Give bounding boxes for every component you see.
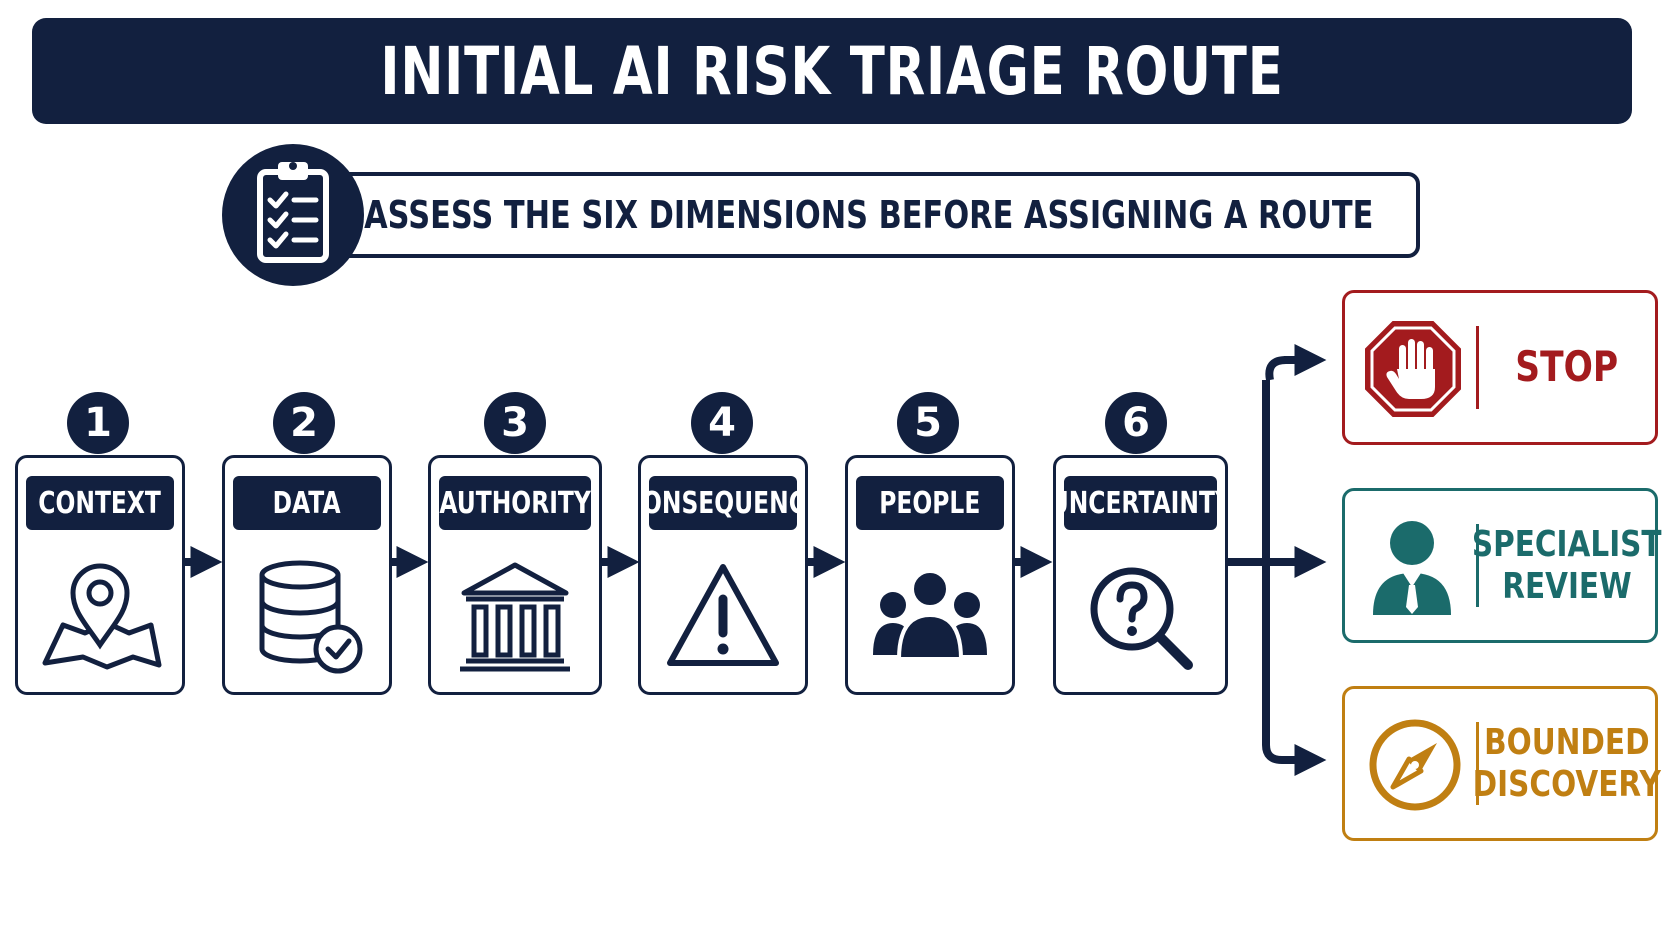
title-banner: INITIAL AI RISK TRIAGE ROUTE [32,18,1632,124]
outcome-specialist-review: SPECIALIST REVIEW [1342,488,1662,643]
step-card-authority: AUTHORITY [428,455,602,695]
step-number-6: 6 [1105,392,1167,454]
step-card-consequence: CONSEQUENCE [638,455,808,695]
outcome-divider [1476,721,1479,806]
outcome-divider [1476,325,1479,410]
step-label: DATA [233,476,381,530]
step-card-uncertainty: UNCERTAINTY [1053,455,1228,695]
step-number-3: 3 [484,392,546,454]
step-label: PEOPLE [856,476,1004,530]
step-card-people: PEOPLE [845,455,1015,695]
outcome-label: STOP [1515,342,1619,392]
step-number-5: 5 [897,392,959,454]
instruction-banner: ASSESS THE SIX DIMENSIONS BEFORE ASSIGNI… [318,172,1420,258]
question-magnifier-icon [1056,553,1225,678]
step-label: AUTHORITY [439,476,591,530]
warning-icon [641,553,805,678]
page-title: INITIAL AI RISK TRIAGE ROUTE [380,32,1284,110]
step-number-4: 4 [691,392,753,454]
step-number-1: 1 [67,392,129,454]
step-label: UNCERTAINTY [1064,476,1217,530]
step-label: CONTEXT [26,476,174,530]
map-pin-icon [18,553,182,678]
step-card-context: CONTEXT [15,455,185,695]
specialist-icon [1367,515,1457,624]
instruction-text: ASSESS THE SIX DIMENSIONS BEFORE ASSIGNI… [364,193,1374,237]
outcome-bounded-discovery: BOUNDED DISCOVERY [1342,686,1662,841]
outcome-stop: STOP [1342,290,1658,445]
compass-icon [1365,715,1465,819]
clipboard-checklist-icon [222,144,364,286]
institution-icon [431,553,599,678]
stop-hand-icon [1363,319,1463,423]
outcome-label: BOUNDED DISCOVERY [1472,722,1662,805]
outcome-divider [1476,523,1479,608]
database-check-icon [225,553,389,678]
people-icon [848,553,1012,678]
step-card-data: DATA [222,455,392,695]
step-number-2: 2 [273,392,335,454]
outcome-label: SPECIALIST REVIEW [1472,524,1662,607]
step-label: CONSEQUENCE [649,476,797,530]
